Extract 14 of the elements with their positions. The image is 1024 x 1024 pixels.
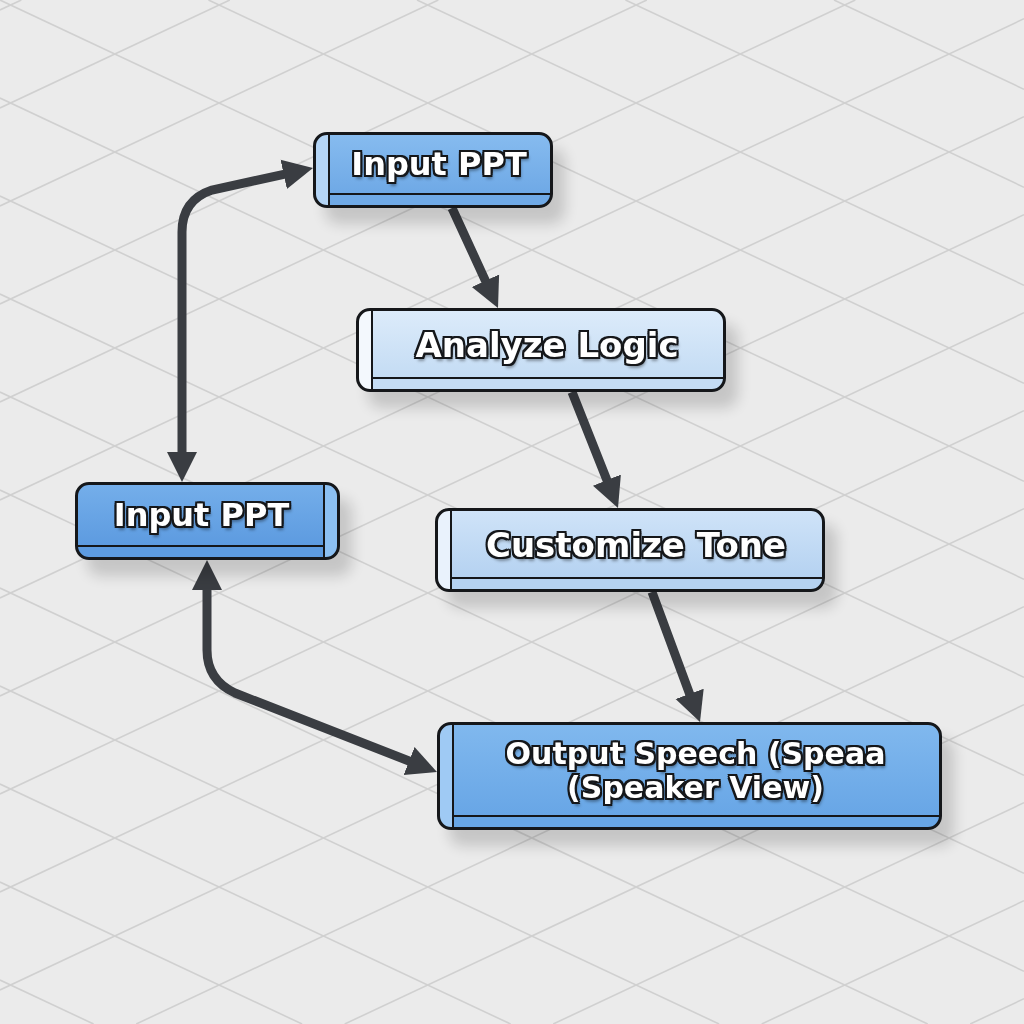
double-arrow xyxy=(192,560,439,777)
node-label: Customize Tone xyxy=(485,525,787,565)
node-label: Input PPT xyxy=(351,147,527,183)
node-label: Input PPT xyxy=(113,498,290,534)
arrow xyxy=(647,590,705,724)
process-box xyxy=(437,722,942,830)
process-box xyxy=(313,132,553,208)
arrow xyxy=(567,390,623,510)
process-box xyxy=(356,308,726,392)
node-label: Output Speech (Speaa (Speaker View) xyxy=(504,737,887,805)
process-box xyxy=(435,508,825,592)
process-box xyxy=(75,482,340,560)
node-label: Analyze Logic xyxy=(415,325,679,365)
double-arrow xyxy=(167,159,314,482)
